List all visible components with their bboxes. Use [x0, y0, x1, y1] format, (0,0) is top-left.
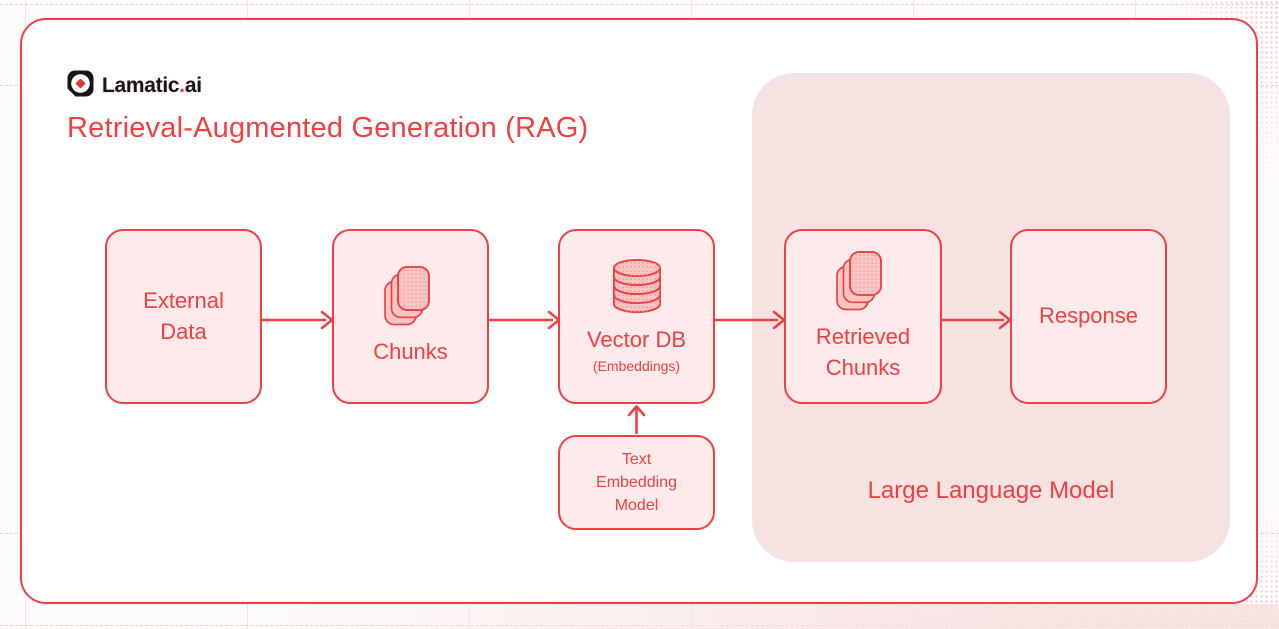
arrow-external-to-chunks: [262, 310, 334, 330]
arrow-chunks-to-vector-db: [489, 310, 561, 330]
node-text-embedding-model: Text Embedding Model: [558, 435, 715, 530]
brand-name: Lamatic.ai: [102, 74, 202, 97]
node-label: Vector DB: [586, 327, 687, 352]
large-language-model-label: Large Language Model: [867, 477, 1115, 504]
node-sublabel: (Embeddings): [592, 357, 681, 374]
node-response: Response: [1010, 229, 1167, 404]
node-retrieved-chunks: Retrieved Chunks: [784, 229, 942, 404]
arrow-text-embedding-to-vector-db: [627, 405, 646, 434]
arrow-vector-db-to-retrieved-chunks: [714, 310, 786, 330]
node-label: Text Embedding Model: [596, 450, 677, 515]
brand: Lamatic.ai: [67, 70, 202, 102]
lamatic-logo-icon: [67, 70, 94, 102]
node-label: Retrieved Chunks: [815, 323, 911, 380]
bottom-pink-wash: [0, 604, 1279, 629]
node-label: Chunks: [373, 339, 448, 365]
node-label: External Data: [143, 287, 224, 344]
arrow-retrieved-chunks-to-response: [940, 310, 1012, 330]
diagram-card: Lamatic.ai Retrieval-Augmented Generatio…: [20, 18, 1258, 604]
background-dashed-line: [0, 4, 1279, 5]
database-icon: [606, 258, 668, 320]
node-vector-db: Vector DB (Embeddings): [558, 229, 715, 404]
node-chunks: Chunks: [332, 229, 489, 404]
chunks-stack-icon: [383, 265, 439, 332]
node-label: Response: [1038, 303, 1139, 329]
node-external-data: External Data: [105, 229, 262, 404]
chunks-stack-icon: [835, 250, 891, 317]
page-title: Retrieval-Augmented Generation (RAG): [67, 112, 589, 144]
